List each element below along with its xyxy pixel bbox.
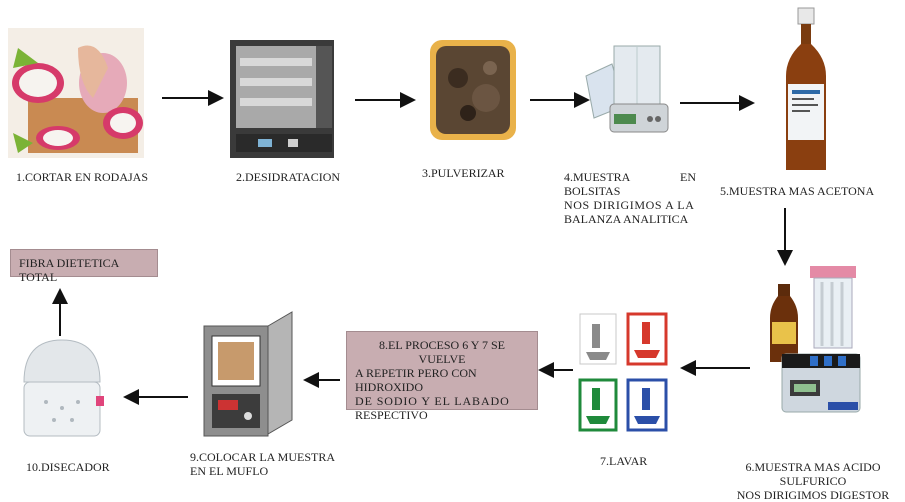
wash-icon-red — [626, 312, 668, 366]
step-1-label: 1.CORTAR EN RODAJAS — [16, 170, 148, 184]
dehydrator-image — [228, 36, 336, 164]
wash-icon-blue — [626, 378, 668, 432]
wash-icon-gray — [579, 313, 617, 365]
dragon-fruit-image — [8, 28, 144, 158]
desiccator-image — [16, 336, 108, 440]
wash-icon-green — [578, 378, 618, 432]
step-6-label: 6.MUESTRA MAS ACIDO SULFURICO NOS DIRIGI… — [736, 460, 890, 502]
step-8-box: 8.EL PROCESO 6 Y 7 SE VUELVE A REPETIR P… — [346, 331, 538, 422]
flow-arrows — [52, 90, 793, 405]
analytical-balance-image — [584, 36, 674, 146]
step-7-label: 7.LAVAR — [600, 454, 648, 468]
step-4-label: 4.MUESTRA EN BOLSITAS NOS DIRIGIMOS A LA… — [564, 170, 696, 226]
step-2-label: 2.DESIDRATACION — [236, 170, 341, 184]
step-3-label: 3.PULVERIZAR — [422, 166, 505, 180]
wash-icons — [578, 312, 668, 432]
step-10-label: 10.DISECADOR — [26, 460, 110, 474]
muffle-furnace-image — [200, 308, 296, 442]
step-5-label: 5.MUESTRA MAS ACETONA — [720, 184, 875, 198]
step-9-label: 9.COLOCAR LA MUESTRA EN EL MUFLO — [190, 450, 336, 478]
powder-jar-image — [428, 38, 518, 144]
final-result-box: FIBRA DIETETICA TOTAL — [10, 249, 158, 284]
digestor-image — [770, 262, 862, 430]
acetone-bottle-image — [782, 6, 830, 176]
